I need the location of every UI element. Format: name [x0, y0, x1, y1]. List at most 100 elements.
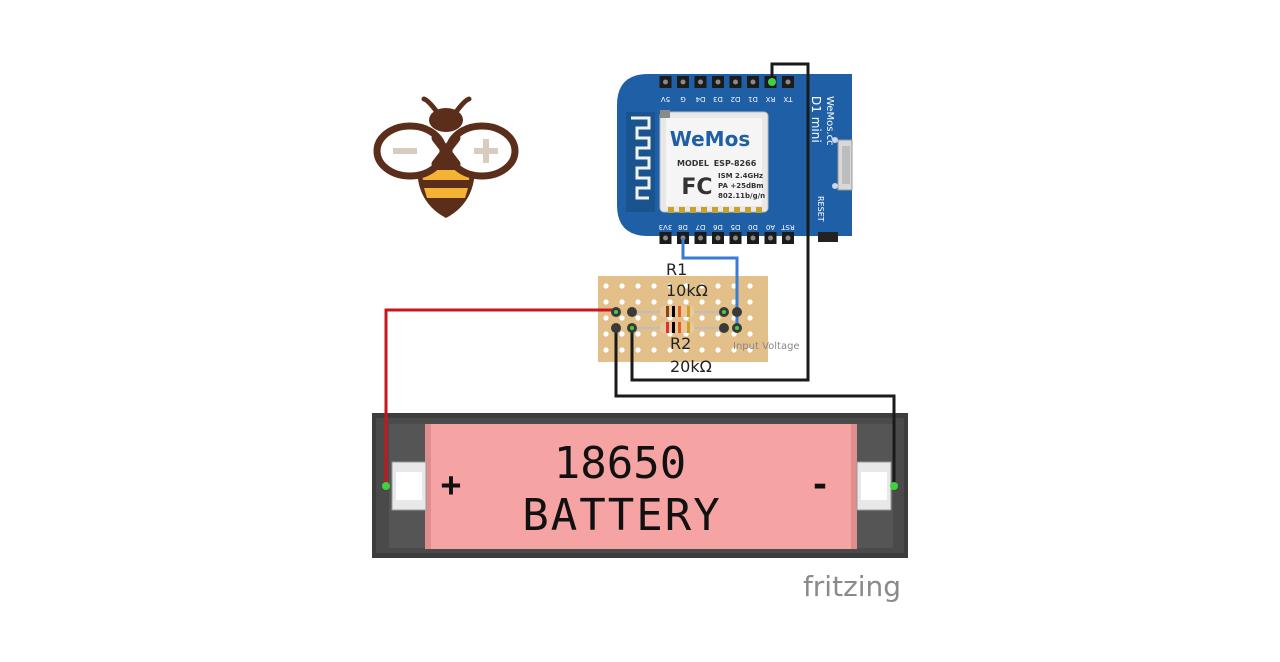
module-pad: [756, 207, 762, 213]
perfboard-hole: [715, 283, 721, 289]
bee-logo-icon: [373, 96, 519, 218]
perfboard-hole: [635, 331, 641, 337]
wemos-d1-mini-board[interactable]: WeMos MODEL ESP-8266 FC ISM 2.4GHz PA +2…: [617, 74, 853, 244]
perfboard-hole: [747, 315, 753, 321]
perfboard-hole: [667, 347, 673, 353]
bottom-pin-label: D8: [678, 223, 688, 231]
pin-hole: [663, 79, 668, 85]
perfboard-hole: [731, 299, 737, 305]
pin-hole: [663, 235, 668, 241]
top-pin-label: RX: [765, 95, 775, 103]
wire-ground-board[interactable]: [630, 62, 810, 382]
top-pin-label: 5V: [661, 95, 670, 103]
pin-hole: [733, 79, 738, 85]
module-pad: [679, 207, 685, 213]
bottom-pin-label: D5: [731, 223, 741, 231]
battery-label-line1: 18650: [554, 438, 686, 489]
r1-value: 10kΩ: [666, 281, 708, 300]
ground-pin-endpoint: [768, 78, 776, 86]
perfboard-hole: [635, 347, 641, 353]
perfboard-hole: [635, 283, 641, 289]
board-name: D1 mini: [809, 96, 823, 143]
module-pad: [668, 207, 674, 213]
wire-ground-battery[interactable]: [614, 326, 896, 486]
bottom-pin-label: 3V3: [659, 223, 673, 231]
perfboard-holes: [603, 283, 753, 353]
board-logo: WeMos: [670, 127, 750, 151]
perfboard-connectors: [611, 307, 742, 333]
top-pin-label: D1: [748, 95, 758, 103]
reset-label: RESET: [816, 196, 825, 222]
perfboard-hole: [699, 299, 705, 305]
positive-terminal-endpoint: [382, 482, 390, 490]
fcc-logo: FC: [681, 175, 712, 200]
board-brand-side: WeMos.cc: [824, 96, 835, 146]
perfboard-hole: [715, 347, 721, 353]
r2-name: R2: [670, 334, 691, 353]
board-spec-1: ISM 2.4GHz: [718, 172, 763, 180]
top-pin-label: D2: [731, 95, 741, 103]
perfboard-hole: [715, 331, 721, 337]
battery-cell: 18650 BATTERY + -: [425, 424, 857, 549]
pin-hole: [733, 235, 738, 241]
pin-hole: [715, 235, 721, 241]
perfboard-hole: [619, 283, 625, 289]
bottom-pin-label: D7: [696, 223, 706, 231]
input-voltage-label: Input Voltage: [733, 341, 800, 352]
fritzing-watermark: fritzing: [803, 570, 901, 603]
perfboard-hole: [603, 283, 609, 289]
perfboard-hole: [715, 315, 721, 321]
perfboard-hole: [651, 283, 657, 289]
perfboard-hole: [731, 283, 737, 289]
top-pin-label: G: [680, 95, 685, 103]
module-pads: [668, 207, 762, 213]
battery-terminal-negative[interactable]: [856, 461, 892, 511]
perfboard-hole: [651, 347, 657, 353]
wire-a0-signal[interactable]: [681, 238, 739, 328]
perfboard-hole: [683, 299, 689, 305]
top-pin-label: TX: [783, 95, 793, 103]
pin-hole: [785, 79, 791, 85]
perfboard-hole: [747, 347, 753, 353]
board-model-label: MODEL: [677, 159, 709, 168]
pin-hole: [785, 235, 791, 241]
top-pin-label: D3: [713, 95, 723, 103]
perfboard-hole: [603, 331, 609, 337]
perfboard-hole: [747, 331, 753, 337]
resistor-r1[interactable]: [632, 306, 724, 317]
pin-hole: [750, 235, 756, 241]
perfboard-hole: [683, 283, 689, 289]
top-pin-label: D4: [695, 95, 705, 103]
pin-hole: [768, 235, 773, 241]
top-pin-header: TX RX D1 D2 D3 D4 G 5V: [659, 76, 794, 103]
battery-terminal-positive[interactable]: [391, 461, 427, 511]
battery-label-line2: BATTERY: [522, 490, 721, 541]
bottom-pin-label: RST: [780, 223, 794, 231]
perfboard-hole: [667, 299, 673, 305]
perfboard-hole: [619, 347, 625, 353]
r1-name: R1: [666, 260, 687, 279]
perfboard-hole: [651, 299, 657, 305]
perfboard-hole: [699, 347, 705, 353]
perfboard-hole: [715, 299, 721, 305]
perfboard-hole: [603, 315, 609, 321]
resistor-r2[interactable]: [632, 322, 724, 333]
pin-hole: [715, 79, 721, 85]
perfboard-hole: [683, 347, 689, 353]
battery-minus-sign: -: [810, 465, 830, 505]
module-pad: [701, 207, 707, 213]
r2-value: 20kΩ: [670, 357, 712, 376]
board-spec-3: 802.11b/g/n: [718, 192, 765, 200]
perfboard-hole: [619, 315, 625, 321]
perfboard-hole: [651, 315, 657, 321]
perfboard-hole: [603, 299, 609, 305]
module-pad: [723, 207, 729, 213]
reset-button[interactable]: [818, 232, 838, 242]
perfboard-hole: [747, 283, 753, 289]
resistor-labels: R1 10kΩ R2 20kΩ Input Voltage: [666, 260, 800, 376]
perfboard-hole: [699, 283, 705, 289]
wire-battery-positive[interactable]: [384, 308, 616, 486]
pin-hole: [680, 79, 686, 85]
perfboard-hole: [635, 299, 641, 305]
bottom-pin-label: D6: [713, 223, 723, 231]
